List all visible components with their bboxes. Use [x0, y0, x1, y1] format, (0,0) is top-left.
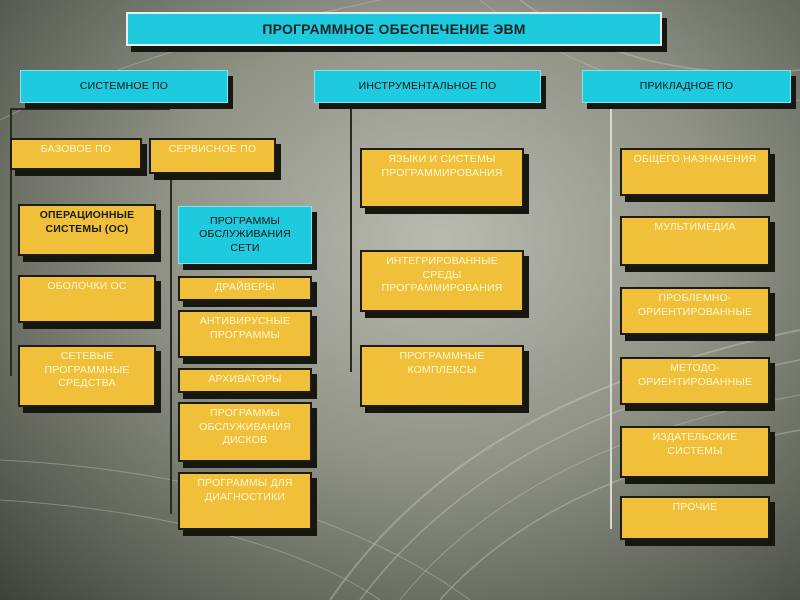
box-disk-service-programs: ПРОГРАММЫ ОБСЛУЖИВАНИЯ ДИСКОВ — [178, 402, 312, 462]
box-problem-oriented: ПРОБЛЕМНО-ОРИЕНТИРОВАННЫЕ — [620, 287, 770, 335]
connector-service — [170, 172, 172, 514]
box-method-oriented: МЕТОДО-ОРИЕНТИРОВАННЫЕ — [620, 357, 770, 405]
box-other: ПРОЧИЕ — [620, 496, 770, 540]
box-operating-systems: ОПЕРАЦИОННЫЕ СИСТЕМЫ (ОС) — [18, 204, 156, 256]
connector-applied — [610, 104, 612, 529]
box-drivers: ДРАЙВЕРЫ — [178, 276, 312, 301]
connector-instrumental — [350, 104, 352, 372]
box-programming-languages: ЯЗЫКИ И СИСТЕМЫ ПРОГРАММИРОВАНИЯ — [360, 148, 524, 208]
header-applied-software: ПРИКЛАДНОЕ ПО — [582, 70, 791, 103]
connector-system-left — [10, 108, 12, 376]
box-service-software: СЕРВИСНОЕ ПО — [149, 138, 276, 174]
box-software-packages: ПРОГРАММНЫЕ КОМПЛЕКСЫ — [360, 345, 524, 407]
box-multimedia: МУЛЬТИМЕДИА — [620, 216, 770, 266]
box-general-purpose: ОБЩЕГО НАЗНАЧЕНИЯ — [620, 148, 770, 196]
box-base-software: БАЗОВОЕ ПО — [10, 138, 142, 170]
connector-title — [128, 99, 130, 109]
header-instrumental-software: ИНСТРУМЕНТАЛЬНОЕ ПО — [314, 70, 541, 103]
box-network-tools: СЕТЕВЫЕ ПРОГРАММНЫЕ СРЕДСТВА — [18, 345, 156, 407]
box-ide: ИНТЕГРИРОВАННЫЕ СРЕДЫ ПРОГРАММИРОВАНИЯ — [360, 250, 524, 312]
box-antivirus: АНТИВИРУСНЫЕ ПРОГРАММЫ — [178, 310, 312, 358]
header-system-software: СИСТЕМНОЕ ПО — [20, 70, 228, 103]
box-os-shells: ОБОЛОЧКИ ОС — [18, 275, 156, 323]
box-publishing-systems: ИЗДАТЕЛЬСКИЕ СИСТЕМЫ — [620, 426, 770, 478]
box-network-service-programs: ПРОГРАММЫ ОБСЛУЖИВАНИЯ СЕТИ — [178, 206, 312, 264]
page-title: ПРОГРАММНОЕ ОБЕСПЕЧЕНИЕ ЭВМ — [126, 12, 662, 46]
connector-system-bar — [10, 108, 170, 110]
box-diagnostics-programs: ПРОГРАММЫ ДЛЯ ДИАГНОСТИКИ — [178, 472, 312, 530]
box-archivers: АРХИВАТОРЫ — [178, 368, 312, 393]
